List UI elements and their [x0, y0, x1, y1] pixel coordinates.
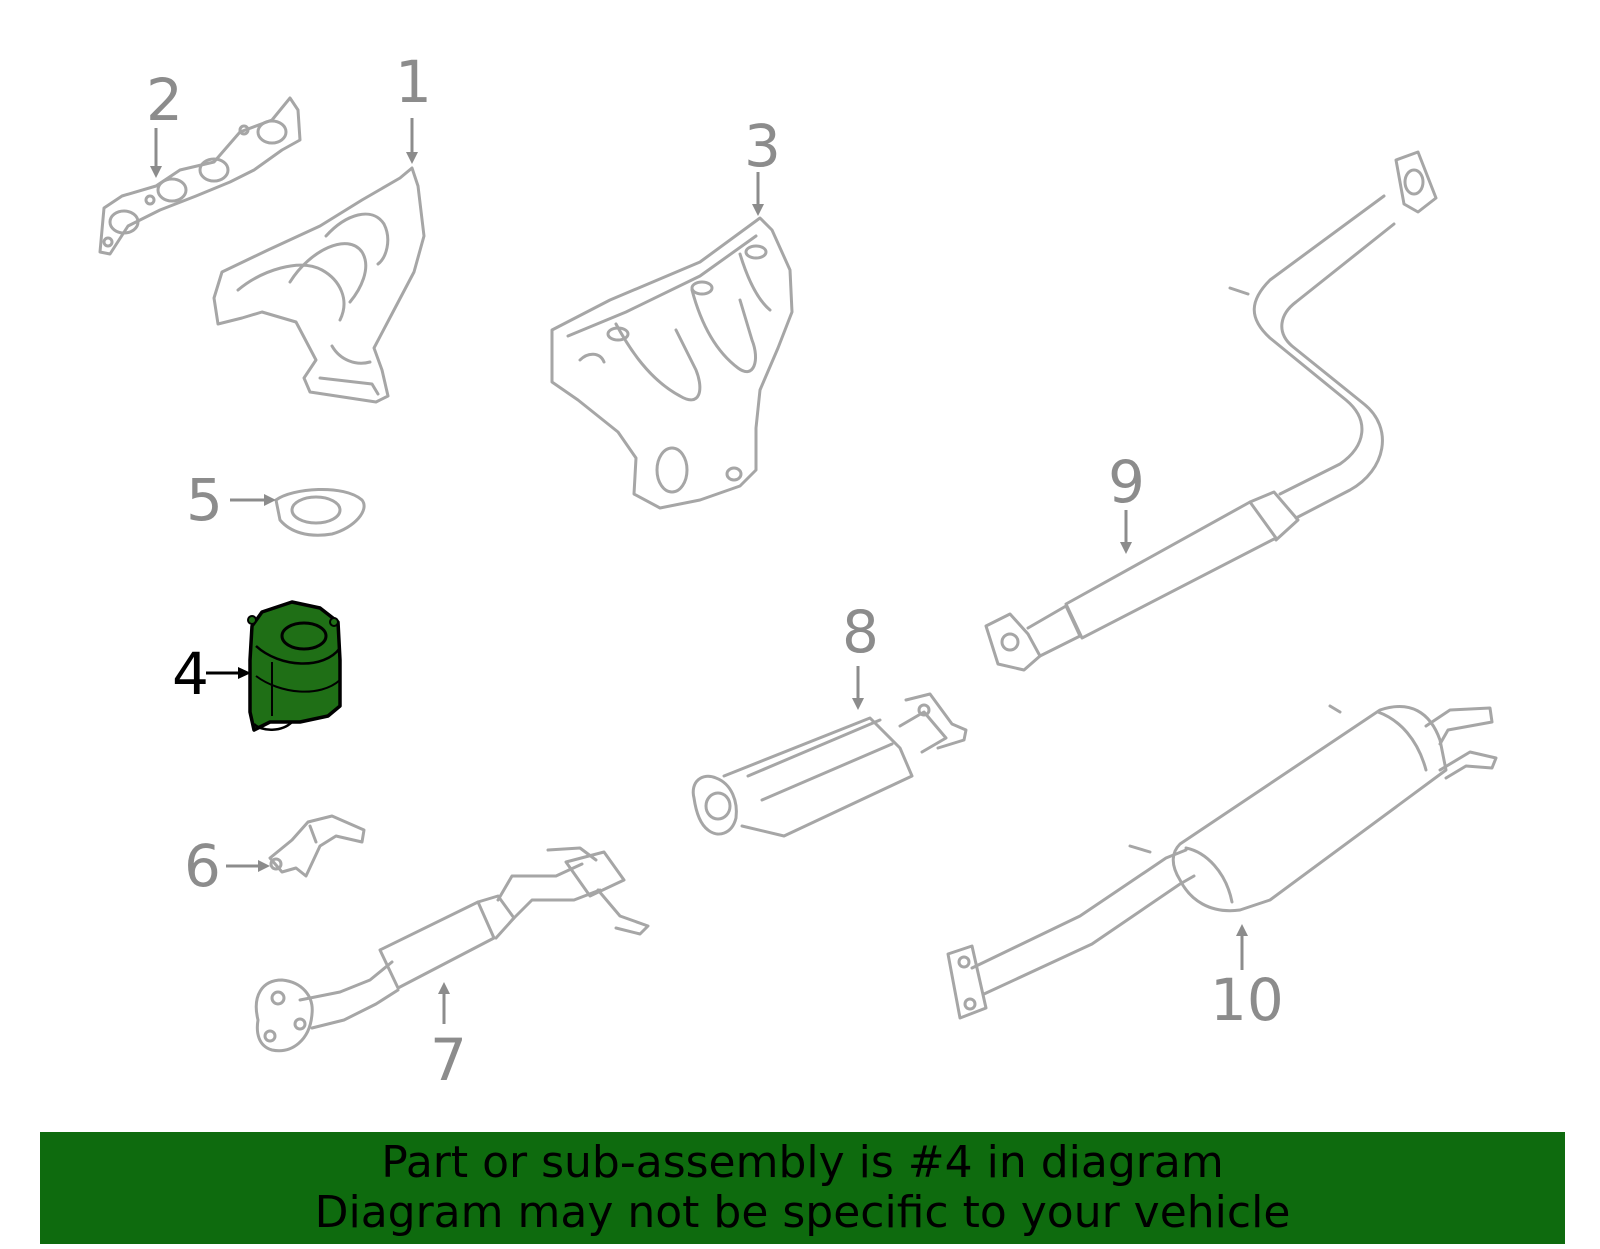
part-7-front-pipe[interactable] [254, 846, 650, 1053]
callout-8: 8 [842, 598, 879, 666]
callout-3: 3 [744, 112, 781, 180]
exhaust-parts-diagram: 2 1 3 5 4 6 7 8 9 10 [98, 48, 1498, 1094]
callout-7: 7 [430, 1026, 467, 1094]
part-2-manifold-gasket[interactable] [98, 96, 302, 256]
callout-9: 9 [1108, 448, 1145, 516]
callout-10: 10 [1210, 966, 1284, 1034]
banner-line-2: Diagram may not be specific to your vehi… [314, 1187, 1291, 1238]
part-1-exhaust-manifold[interactable] [212, 166, 426, 404]
callout-2: 2 [146, 66, 183, 134]
callout-5: 5 [186, 466, 223, 534]
part-6-bracket[interactable] [268, 814, 366, 878]
callout-4: 4 [172, 640, 209, 708]
part-4-catalytic-converter[interactable] [247, 600, 342, 732]
part-5-gasket[interactable] [274, 488, 366, 537]
banner-line-1: Part or sub-assembly is #4 in diagram [381, 1137, 1224, 1188]
part-3-heat-shield[interactable] [550, 216, 794, 510]
part-10-muffler[interactable] [946, 704, 1498, 1020]
notice-banner: Part or sub-assembly is #4 in diagram Di… [40, 1132, 1565, 1244]
callout-1: 1 [395, 48, 432, 116]
part-9-center-pipe[interactable] [984, 150, 1438, 672]
part-8-catalytic-converter[interactable] [691, 692, 968, 838]
callout-6: 6 [184, 832, 221, 900]
